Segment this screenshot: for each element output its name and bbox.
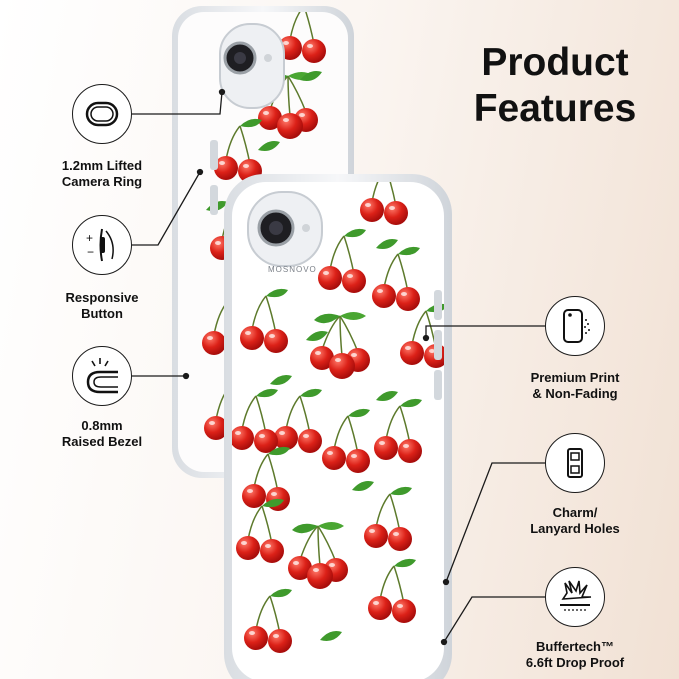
feature-line-2: 6.6ft Drop Proof: [525, 655, 625, 670]
front-phone: MOSNOVO: [224, 174, 452, 679]
drop-impact-icon: [545, 567, 605, 627]
feature-line-2: Button: [81, 306, 123, 321]
title-line-2: Features: [473, 87, 637, 130]
svg-text:−: −: [87, 245, 94, 259]
feature-bezel-label: 0.8mm Raised Bezel: [36, 418, 168, 450]
raised-bezel-icon: [72, 346, 132, 406]
feature-line-1: 1.2mm Lifted: [61, 158, 143, 173]
feature-line-1: Premium Print: [530, 370, 620, 385]
feature-line-2: Camera Ring: [61, 174, 143, 189]
feature-drop-label: Buffertech™ 6.6ft Drop Proof: [505, 639, 645, 671]
page-title: Product Features: [455, 40, 655, 132]
feature-line-1: Responsive: [65, 290, 139, 305]
feature-line-1: Buffertech™: [535, 639, 614, 654]
feature-line-2: & Non-Fading: [532, 386, 618, 401]
feature-line-1: Charm/: [552, 505, 598, 520]
phone-print-icon: [545, 296, 605, 356]
feature-print-label: Premium Print & Non-Fading: [505, 370, 645, 402]
lanyard-hole-icon: [545, 433, 605, 493]
feature-lanyard-label: Charm/ Lanyard Holes: [505, 505, 645, 537]
button-icon: + −: [72, 215, 132, 275]
title-line-1: Product: [481, 41, 629, 84]
feature-line-2: Raised Bezel: [61, 434, 143, 449]
feature-button-label: Responsive Button: [36, 290, 168, 322]
svg-text:+: +: [86, 231, 93, 245]
brand-text: MOSNOVO: [268, 265, 317, 274]
feature-line-2: Lanyard Holes: [530, 521, 620, 536]
feature-camera-ring-label: 1.2mm Lifted Camera Ring: [36, 158, 168, 190]
camera-ring-icon: [72, 84, 132, 144]
feature-line-1: 0.8mm: [81, 418, 123, 433]
